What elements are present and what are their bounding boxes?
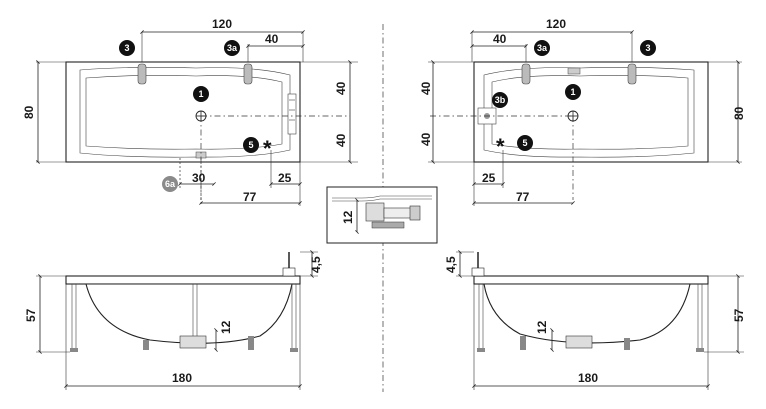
marker-3b: 3b	[492, 92, 508, 108]
svg-text:5: 5	[248, 140, 253, 150]
dim-left-upper: 40	[419, 81, 433, 95]
dim-40: 40	[493, 32, 507, 46]
dim-right-upper: 40	[334, 81, 348, 95]
dim-length: 180	[578, 371, 598, 385]
marker-5: 5	[243, 137, 259, 153]
marker-6a: 6a	[162, 176, 178, 192]
star-icon: *	[496, 134, 505, 159]
svg-text:1: 1	[570, 87, 575, 97]
control-panel	[287, 93, 297, 135]
svg-text:3: 3	[645, 43, 650, 53]
handle-right	[243, 63, 253, 85]
marker-5: 5	[517, 135, 533, 151]
marker-3a: 3a	[534, 40, 550, 56]
marker-1: 1	[565, 84, 581, 100]
dim-77: 77	[516, 190, 530, 204]
svg-text:5: 5	[522, 138, 527, 148]
dim-height: 80	[732, 106, 746, 120]
dim-length: 180	[172, 371, 192, 385]
dim-left-lower: 40	[419, 132, 433, 146]
svg-text:3a: 3a	[537, 43, 548, 53]
dim-height: 57	[24, 308, 38, 322]
dim-height: 57	[732, 308, 746, 322]
dim-25: 25	[482, 171, 496, 185]
dim-25: 25	[278, 171, 292, 185]
dim-4-5: 4,5	[309, 256, 323, 273]
drain-detail-view: 12	[326, 186, 438, 244]
side-right-view: 4,5 57 12 180	[444, 250, 746, 390]
dim-30: 30	[192, 171, 206, 185]
dim-77: 77	[243, 190, 257, 204]
svg-text:1: 1	[198, 89, 203, 99]
handle-right	[627, 63, 637, 85]
dim-40: 40	[265, 32, 279, 46]
dim-height: 80	[22, 105, 36, 119]
dim-12: 12	[341, 210, 355, 224]
svg-text:3b: 3b	[495, 95, 506, 105]
tub-outline	[65, 61, 301, 163]
marker-3: 3	[119, 40, 135, 56]
dim-4-5: 4,5	[444, 256, 458, 273]
dim-right-lower: 40	[334, 133, 348, 147]
marker-3a: 3a	[224, 40, 240, 56]
dim-12: 12	[219, 320, 233, 334]
svg-text:3: 3	[124, 43, 129, 53]
marker-1: 1	[193, 86, 209, 102]
top-right-plan-view: 120 40 40 40 80 25 77 3 3a 3b 1 5 *	[419, 17, 746, 206]
svg-text:3a: 3a	[227, 43, 238, 53]
top-left-plan-view: 120 40 80 40 40 30 25 77 3 3a 1 5 6a *	[22, 17, 358, 206]
tub-outline	[473, 61, 709, 163]
tub-basin	[79, 67, 291, 158]
dim-12: 12	[535, 320, 549, 334]
marker-3: 3	[640, 40, 656, 56]
dim-length-top: 120	[212, 17, 232, 31]
star-icon: *	[263, 136, 272, 161]
side-left-view: 57 4,5 12 180	[24, 250, 323, 390]
dim-length-top: 120	[546, 17, 566, 31]
handle-left	[521, 63, 531, 85]
handle-left	[137, 63, 147, 85]
svg-text:6a: 6a	[165, 179, 176, 189]
